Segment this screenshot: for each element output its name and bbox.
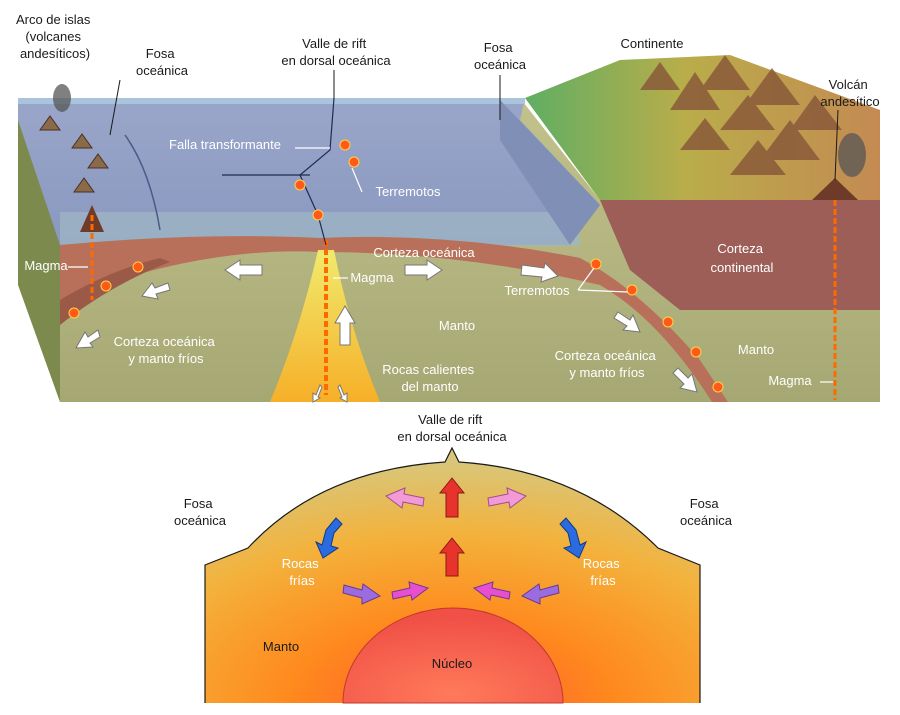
label-trench-right: Fosa oceánica	[474, 40, 527, 72]
label-island-arc: Arco de islas (volcanes andesíticos)	[16, 12, 94, 61]
label-magma-left: Magma	[24, 258, 68, 273]
label-oceanic-crust: Corteza oceánica	[373, 245, 475, 260]
arrow-up	[334, 305, 356, 346]
arrow-left-3	[75, 329, 101, 349]
rising-arrows	[438, 477, 466, 577]
label-cold-rocks-right: Rocas frías	[583, 556, 623, 588]
label-rift-valley-bottom: Valle de rift en dorsal oceánica	[397, 412, 507, 444]
label-earthquakes-right: Terremotos	[504, 283, 570, 298]
return-arrow-left-1	[342, 583, 382, 605]
volcano-smoke	[838, 133, 866, 177]
quake-4	[312, 209, 324, 221]
arrow-left-1	[224, 259, 263, 281]
diverging-arrow-left	[385, 487, 425, 509]
core	[342, 607, 564, 704]
label-magma-center: Magma	[350, 270, 394, 285]
return-arrows	[342, 581, 560, 605]
block-diagram	[18, 55, 880, 403]
earth-cross-section	[204, 446, 701, 704]
quake-8	[590, 258, 602, 270]
return-arrow-left-2	[391, 581, 430, 601]
quake-7	[68, 307, 80, 319]
arrow-right-2	[520, 261, 559, 283]
label-trench-left-bottom: Fosa oceánica	[174, 496, 227, 528]
label-trench-right-bottom: Fosa oceánica	[680, 496, 733, 528]
label-hot-rocks: Rocas calientes del manto	[382, 362, 477, 394]
rising-arrow-bottom	[438, 537, 466, 577]
label-mantle-right: Manto	[738, 342, 774, 357]
arrow-right-4	[672, 367, 698, 393]
quake-3	[294, 179, 306, 191]
bottom-labels: Valle de rift en dorsal oceánica Fosa oc…	[174, 412, 733, 671]
leader-lines-top	[68, 70, 839, 383]
label-mantle-center: Manto	[439, 318, 475, 333]
label-continental-crust: Corteza continental	[711, 241, 774, 275]
return-arrow-right-1	[520, 583, 560, 605]
mountain-range	[640, 55, 842, 175]
block-left-face	[18, 98, 60, 402]
quake-11	[690, 346, 702, 358]
label-core: Núcleo	[432, 656, 472, 671]
sinking-arrows	[314, 517, 588, 559]
label-trench-left: Fosa oceánica	[136, 46, 189, 78]
oceanic-crust-band	[60, 236, 728, 402]
label-andesitic-volcano: Volcán andesítico	[820, 77, 879, 109]
quake-5	[132, 261, 144, 273]
arrow-right-3	[613, 311, 641, 333]
quake-2	[348, 156, 360, 168]
sinking-arrow-right	[559, 517, 588, 559]
ocean-water	[18, 98, 600, 245]
continental-volcano	[812, 178, 858, 200]
ocean-surface	[18, 98, 525, 104]
label-magma-right: Magma	[768, 373, 812, 388]
globe-outline	[204, 446, 701, 703]
arc-smoke	[53, 84, 71, 112]
label-cold-rocks-left: Rocas frías	[282, 556, 322, 588]
label-rift-valley-top: Valle de rift en dorsal oceánica	[281, 36, 391, 68]
convection-arrows-white	[75, 259, 698, 403]
label-cold-left: Corteza oceánica y manto fríos	[114, 334, 219, 366]
quake-9	[626, 284, 638, 296]
label-continent: Continente	[621, 36, 684, 51]
trench-left-curve	[124, 134, 161, 231]
diverging-arrow-right	[487, 487, 527, 509]
diverging-arrows	[385, 487, 527, 509]
arrow-hot-2	[337, 384, 348, 403]
arrow-hot-1	[312, 384, 323, 403]
arrow-left-2	[141, 282, 171, 300]
quake-10	[662, 316, 674, 328]
continental-crust	[600, 200, 880, 310]
label-cold-right: Corteza oceánica y manto fríos	[555, 348, 660, 380]
top-labels: Arco de islas (volcanes andesíticos) Fos…	[16, 12, 880, 394]
earthquake-markers	[68, 139, 724, 393]
quake-12	[712, 381, 724, 393]
rift-line	[299, 97, 335, 246]
island-arc-volcanoes	[39, 115, 109, 193]
trench-right-face	[500, 100, 600, 245]
quake-1	[339, 139, 351, 151]
label-mantle-bottom: Manto	[263, 639, 299, 654]
arrow-right-1	[404, 259, 443, 281]
quake-6	[100, 280, 112, 292]
oceanic-crust-left-slab	[60, 258, 170, 325]
sinking-arrow-left	[314, 517, 343, 559]
label-transform-fault: Falla transformante	[169, 137, 281, 152]
label-earthquakes-center: Terremotos	[375, 184, 441, 199]
return-arrow-right-2	[472, 581, 511, 601]
rising-arrow-top	[438, 477, 466, 518]
